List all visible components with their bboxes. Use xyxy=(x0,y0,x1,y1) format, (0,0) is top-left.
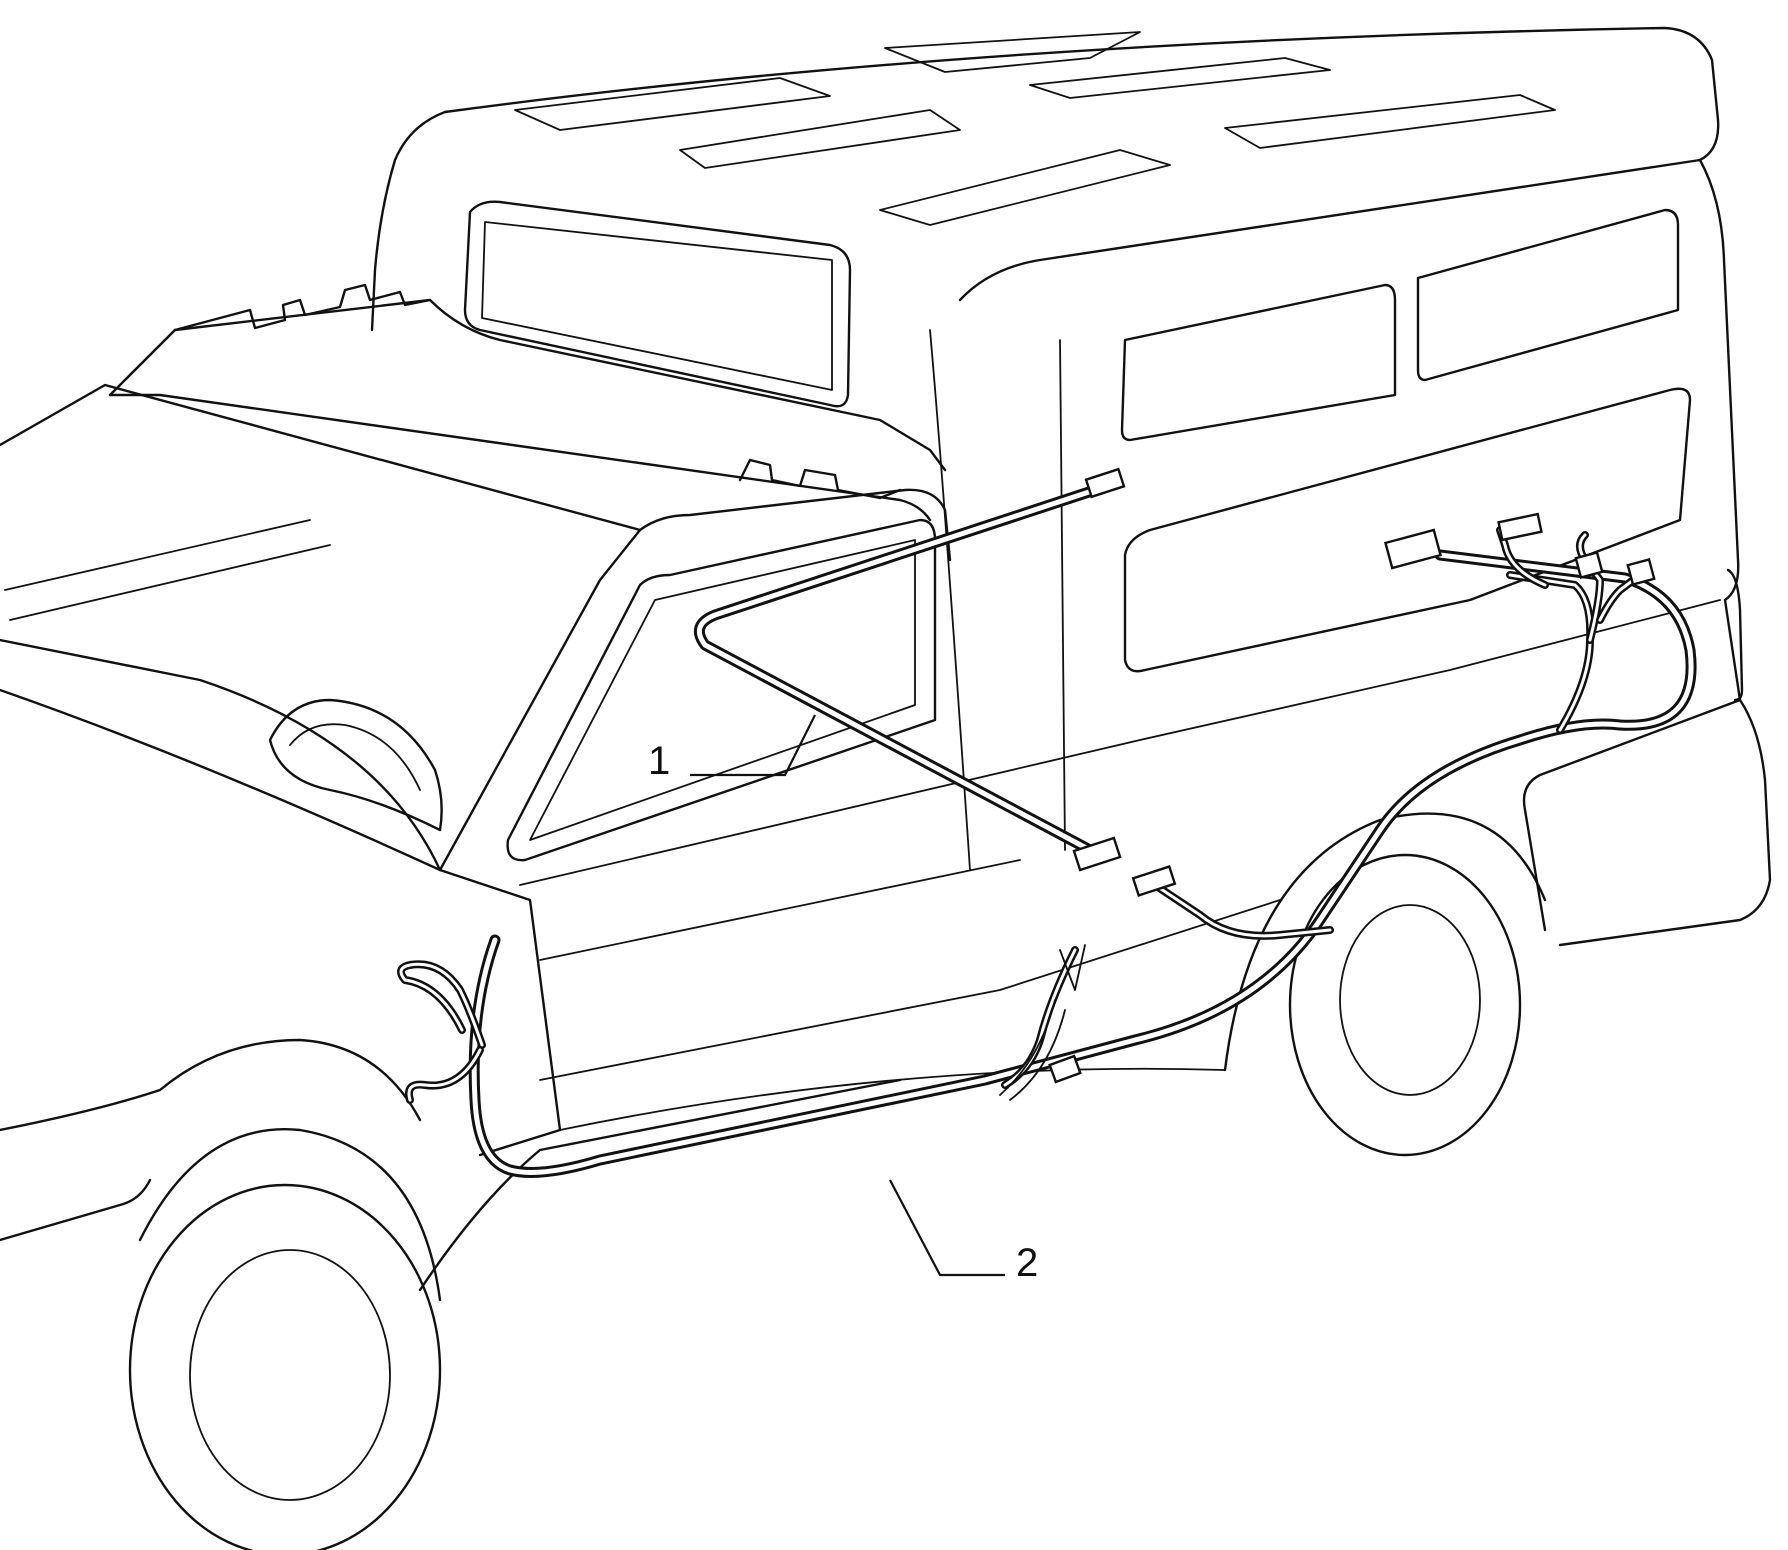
roof-front-edge xyxy=(370,110,447,332)
harness-1 xyxy=(693,467,1126,872)
harness-2-branch-tail-1 xyxy=(1506,571,1595,734)
harness-2-connector-tail-a xyxy=(1497,512,1543,542)
roof-panel-5 xyxy=(1224,94,1556,149)
cab-roof-rack xyxy=(173,283,947,472)
hood-outline xyxy=(0,688,562,1157)
roof-panel-2 xyxy=(884,31,1141,73)
callout-2: 2 xyxy=(889,1179,1038,1285)
harness-2 xyxy=(397,512,1697,1178)
front-bumper xyxy=(0,1178,152,1242)
windshield-reflection-1 xyxy=(4,519,311,591)
roof-outline xyxy=(443,26,1720,302)
callout-1-label: 1 xyxy=(648,739,670,783)
callout-1-leader xyxy=(690,714,816,777)
harness-1-cable-highlight xyxy=(696,487,1098,853)
roof-panel-6 xyxy=(879,149,1171,226)
harness-2-branch-tail-4-highlight xyxy=(1498,528,1547,587)
rear-side-window-upper-inner xyxy=(481,221,833,391)
c-pillar xyxy=(1059,339,1066,851)
rear-quarter-window-1 xyxy=(1120,283,1397,442)
harness-2-branch-tail-3-highlight xyxy=(1598,573,1642,622)
front-wheel-hub xyxy=(189,1249,391,1501)
harness-2-branch-rear-door-highlight xyxy=(1153,883,1332,938)
front-door-bottom xyxy=(418,1078,902,1292)
windshield-header xyxy=(108,393,932,522)
harness-2-connector-tail-b xyxy=(1574,551,1604,579)
callout-2-label: 2 xyxy=(1016,1241,1038,1285)
harness-2-connector-door xyxy=(1048,1054,1082,1084)
front-door-window-inner xyxy=(529,539,916,841)
windshield-frame xyxy=(0,383,642,872)
side-mirror-inner xyxy=(289,723,421,791)
front-wheel xyxy=(128,1183,442,1550)
front-fender xyxy=(0,1038,422,1132)
windshield-reflection-2 xyxy=(9,544,331,621)
harness-2-branch-left-2-highlight xyxy=(407,1048,482,1102)
harness-2-branch-tail-1-highlight xyxy=(1508,573,1592,732)
roof-panel-3 xyxy=(1029,57,1331,99)
harness-2-branch-left-highlight xyxy=(399,962,484,1047)
windshield-lower xyxy=(0,638,442,872)
rear-wheel xyxy=(1288,853,1522,1157)
door-crease xyxy=(539,859,1021,961)
harness-1-connector-top xyxy=(1084,467,1126,499)
vehicle-body xyxy=(0,26,1772,1550)
rear-quarter-window-2 xyxy=(1416,208,1680,382)
rear-quarter-window-3 xyxy=(1123,387,1692,673)
side-mirror xyxy=(268,698,443,832)
a-pillar xyxy=(638,488,952,562)
roof-panel-4 xyxy=(679,109,961,169)
rear-bumper xyxy=(1522,698,1742,932)
harness-2-connector-rear-door xyxy=(1131,865,1177,897)
harness-2-branch-rear-door xyxy=(1151,881,1334,940)
belt-line xyxy=(519,599,1721,886)
harness-2-branch-left xyxy=(397,960,486,1049)
harness-1-connector-bottom xyxy=(1072,836,1122,872)
b-pillar xyxy=(929,329,971,871)
rear-side-window-upper xyxy=(463,200,852,408)
rear-tail-light xyxy=(1726,568,1744,702)
callout-1: 1 xyxy=(648,714,816,783)
harness-2-cable-main-highlight xyxy=(471,552,1694,1175)
rear-wheel-hub xyxy=(1339,904,1481,1096)
harness-2-connector-tail-c xyxy=(1626,558,1656,586)
front-wheel-arch xyxy=(138,1128,442,1302)
rear-wheel-arch xyxy=(1223,812,1547,1072)
harness-2-connector-rear-main xyxy=(1384,528,1442,570)
rear-body-panel xyxy=(1558,158,1772,947)
harness-2-branch-door-fork xyxy=(999,944,1086,1101)
front-door-window xyxy=(506,518,937,862)
lower-body-line xyxy=(539,899,1281,1081)
callout-2-leader xyxy=(889,1179,1005,1277)
roof-panel-1 xyxy=(514,77,831,131)
windshield-top xyxy=(108,298,432,397)
